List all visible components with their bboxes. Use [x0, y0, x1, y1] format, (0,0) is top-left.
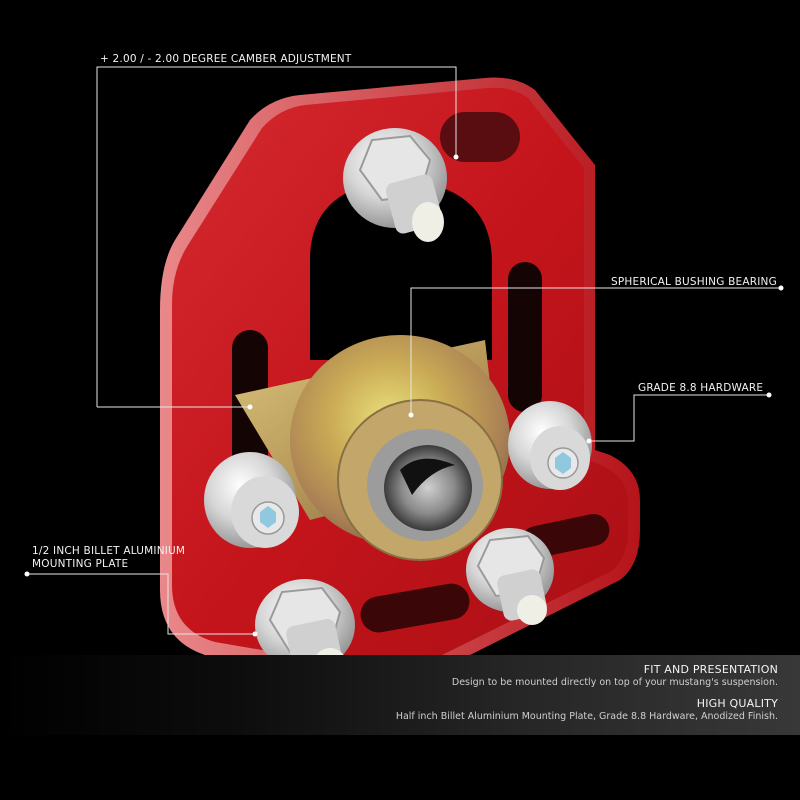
- bearing-bore: [384, 445, 472, 531]
- callout-grade-hardware: GRADE 8.8 HARDWARE: [638, 382, 764, 394]
- info-desc-quality: Half inch Billet Aluminium Mounting Plat…: [395, 711, 778, 722]
- callout-lines: [27, 66, 781, 635]
- callout-dots: [24, 154, 784, 637]
- info-section-fit: FIT AND PRESENTATION Design to be mounte…: [452, 663, 778, 688]
- bottom-slot: [360, 583, 470, 633]
- info-desc-fit: Design to be mounted directly on top of …: [451, 677, 778, 688]
- right-slot: [508, 262, 542, 412]
- callout-mounting-plate: 1/2 INCH BILLET ALUMINIUM MOUNTING PLATE: [32, 545, 185, 571]
- callout-camber-adjustment: + 2.00 / - 2.00 DEGREE CAMBER ADJUSTMENT: [100, 53, 352, 65]
- callout-spherical-bearing: SPHERICAL BUSHING BEARING: [611, 276, 777, 288]
- info-section-quality: HIGH QUALITY Half inch Billet Aluminium …: [396, 697, 778, 722]
- bottom-right-bolt-icon: [466, 528, 554, 625]
- info-title-fit: FIT AND PRESENTATION: [643, 663, 778, 676]
- info-title-quality: HIGH QUALITY: [696, 697, 778, 710]
- callout-mounting-plate-line2: MOUNTING PLATE: [32, 558, 129, 570]
- bore-shadow: [400, 458, 455, 495]
- info-panel: FIT AND PRESENTATION Design to be mounte…: [0, 655, 800, 735]
- top-slot: [440, 112, 520, 162]
- right-bolt-icon: [508, 401, 592, 490]
- top-bolt-icon: [343, 128, 447, 242]
- left-bolt-icon: [204, 452, 299, 548]
- callout-mounting-plate-line1: 1/2 INCH BILLET ALUMINIUM: [32, 545, 186, 557]
- plate-center-cutout: [310, 180, 492, 360]
